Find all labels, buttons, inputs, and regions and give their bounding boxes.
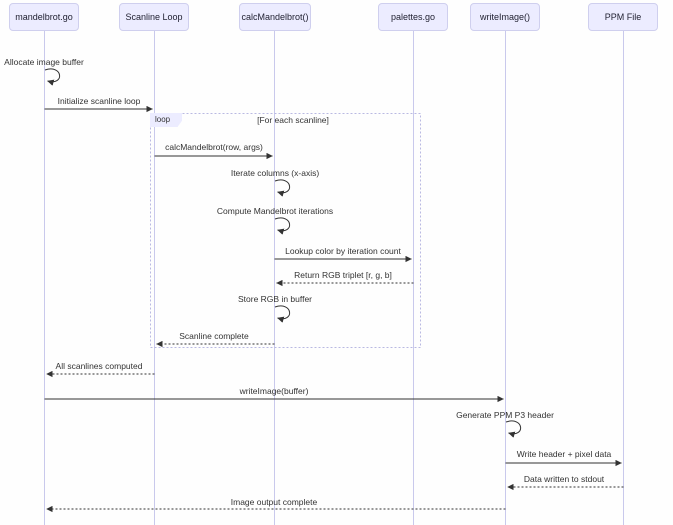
participant-ppm-file: PPM File	[588, 3, 658, 31]
participant-scanline-loop: Scanline Loop	[119, 3, 189, 31]
loop-condition-label: [For each scanline]	[257, 115, 329, 125]
message-label-scanline-complete: Scanline complete	[179, 331, 249, 341]
message-label-writeimage-call: writeImage(buffer)	[239, 386, 309, 396]
message-label-iterate-columns: Iterate columns (x-axis)	[230, 168, 320, 178]
participant-mandelbrot-go: mandelbrot.go	[9, 3, 79, 31]
message-label-image-output-complete: Image output complete	[230, 497, 318, 507]
self-arrow-iterate-columns	[274, 179, 291, 197]
loop-operator-label: loop	[150, 113, 182, 127]
participant-palettes-go: palettes.go	[378, 3, 448, 31]
self-arrow-generate-ppm-header	[505, 420, 522, 438]
self-arrow-store-rgb	[274, 305, 291, 323]
message-label-data-written-to-stdout: Data written to stdout	[523, 474, 605, 484]
message-label-all-scanlines-computed: All scanlines computed	[55, 361, 143, 371]
participant-writeimage: writeImage()	[470, 3, 540, 31]
participant-calcmandelbrot: calcMandelbrot()	[239, 3, 311, 31]
self-arrow-compute-iterations	[274, 217, 291, 235]
message-label-generate-ppm-header: Generate PPM P3 header	[456, 410, 554, 420]
message-label-return-rgb-triplet: Return RGB triplet [r, g, b]	[294, 270, 392, 280]
message-label-initialize-scanline-loop: Initialize scanline loop	[57, 96, 141, 106]
self-arrow-allocate-image-buffer	[44, 68, 61, 86]
message-label-allocate-image-buffer: Allocate image buffer	[4, 57, 84, 67]
message-label-lookup-color: Lookup color by iteration count	[285, 246, 401, 256]
message-label-write-header-pixel-data: Write header + pixel data	[516, 449, 612, 459]
message-label-calcmandelbrot-call: calcMandelbrot(row, args)	[165, 142, 263, 152]
message-label-store-rgb: Store RGB in buffer	[237, 294, 313, 304]
message-label-compute-iterations: Compute Mandelbrot iterations	[216, 206, 334, 216]
